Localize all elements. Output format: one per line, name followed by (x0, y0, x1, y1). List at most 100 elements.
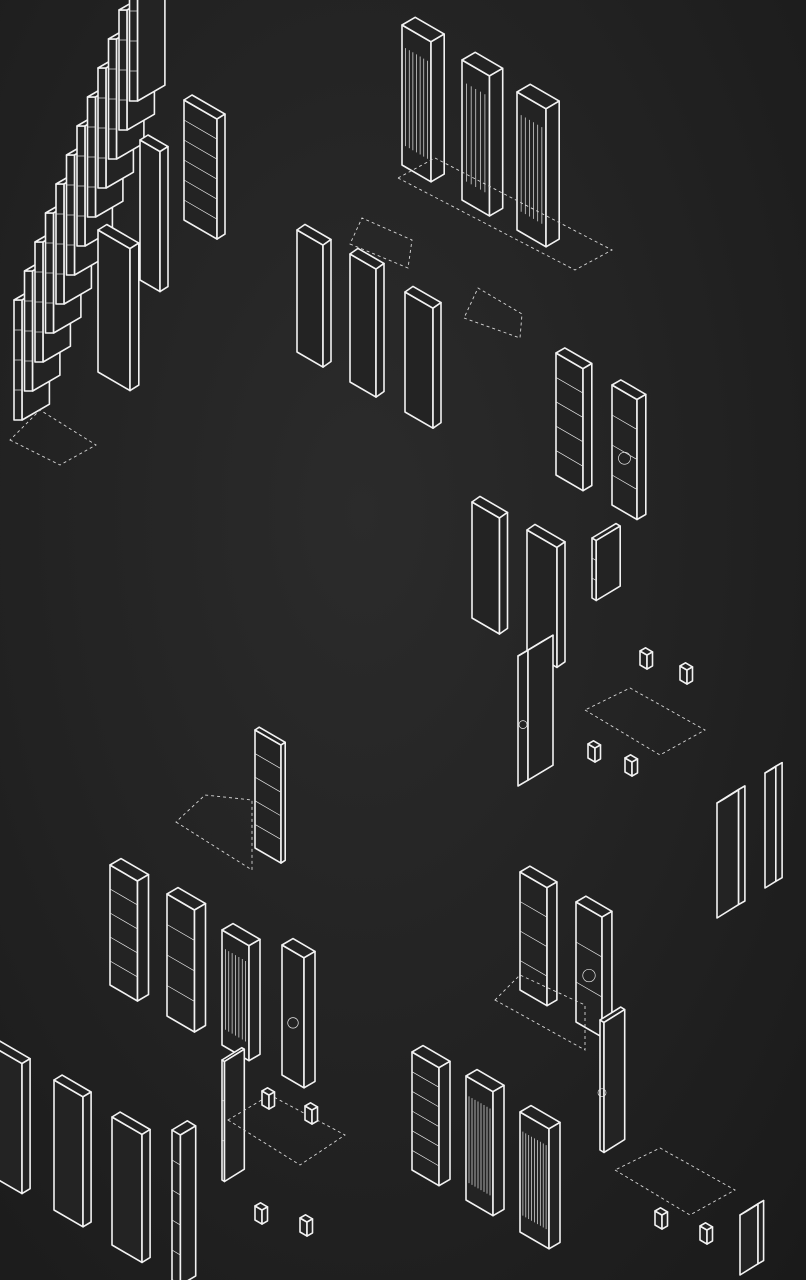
shelf-line (166, 924, 195, 941)
cabinet-side-face (322, 238, 332, 368)
round-object-outline (597, 1088, 607, 1098)
cabinet-side-face (159, 145, 169, 293)
shelf-line (171, 1249, 181, 1256)
cabinet-front-face (471, 501, 501, 635)
cabinet-side-face (582, 362, 593, 492)
shelf-line (555, 425, 584, 443)
cabinet-side-face (594, 744, 602, 763)
shelf-line (221, 1139, 225, 1142)
cabinet-side-face (136, 0, 166, 102)
shelf-line (183, 119, 218, 140)
shelf-line (183, 139, 218, 160)
shelf-line (411, 1150, 440, 1167)
shelf-line (109, 960, 138, 978)
cabinet-side-face (527, 634, 554, 782)
tabletop-outline (463, 287, 523, 339)
cabinet-side-face (268, 1091, 276, 1110)
shelf-line (611, 414, 638, 430)
floor-footprint-dashed (584, 687, 706, 756)
cabinet-front-face (296, 229, 324, 368)
cabinet-side-face (21, 1057, 31, 1195)
shelf-line (166, 954, 195, 972)
cabinet-side-face (661, 1211, 669, 1230)
cabinet-side-face (193, 902, 207, 1033)
floor-footprint-dashed (175, 794, 253, 871)
shelf-line (183, 179, 218, 200)
shelf-line (109, 936, 138, 954)
cabinet-side-face (248, 938, 261, 1062)
cabinet-side-face (545, 100, 561, 248)
cabinet-front-face (716, 788, 740, 919)
cabinet-side-face (303, 950, 316, 1089)
long-shelving-run (9, 0, 226, 466)
round-object-outline (582, 968, 596, 983)
cabinet-side-face (216, 113, 226, 240)
cabinet-side-face (757, 1199, 765, 1265)
cabinet-front-face (254, 729, 282, 864)
shelf-line (109, 888, 138, 906)
cabinet-side-face (603, 1008, 626, 1154)
floor-footprint-dashed (397, 157, 613, 271)
round-object-outline (287, 1017, 299, 1029)
cabinet-side-face (261, 1206, 269, 1225)
shelf-line (555, 450, 584, 467)
round-object-outline (618, 451, 631, 465)
shelf-line (166, 985, 195, 1002)
floor-footprint-dashed (9, 409, 97, 466)
floor-footprint-dashed (494, 974, 586, 1051)
shelf-line (183, 199, 218, 220)
cabinet-front-face (764, 765, 777, 889)
cabinet-side-face (492, 1084, 505, 1217)
cabinet-side-face (141, 1128, 151, 1264)
right-open-shelving (555, 347, 647, 521)
cabinet-side-face (82, 1091, 92, 1228)
shelf-line (254, 776, 282, 793)
cabinet-front-face (555, 352, 584, 492)
cabinet-front-face (171, 1129, 182, 1280)
shelf-line (109, 912, 138, 930)
shelf-line (221, 1099, 225, 1102)
cabinet-side-face (636, 393, 647, 521)
cabinet-side-face (438, 1060, 451, 1187)
cabinet-front-face (111, 1116, 143, 1264)
floor-footprint-dashed (614, 1147, 736, 1216)
cabinet-front-face (97, 229, 131, 392)
shelf-line (411, 1071, 440, 1088)
shelf-line (519, 960, 548, 977)
cabinet-side-face (737, 785, 746, 906)
cabinet-side-face (280, 741, 287, 864)
shelf-line (171, 1189, 181, 1196)
shelf-line (519, 901, 548, 918)
closed-panel-trio (296, 217, 523, 430)
cabinet-side-face (136, 873, 150, 1002)
cabinet-side-face (430, 33, 446, 183)
cabinet-front-face (465, 1075, 494, 1217)
cabinet-front-face (739, 1203, 759, 1276)
cabinet-side-face (686, 666, 694, 685)
cabinet-side-face (179, 1125, 197, 1280)
cabinet-front-face (404, 291, 434, 430)
cabinet-front-face (53, 1079, 84, 1228)
cabinet-front-face (281, 944, 305, 1089)
cabinet-side-face (706, 1226, 714, 1245)
shelf-line (411, 1130, 440, 1147)
cabinet-front-face (517, 649, 529, 787)
right-walk-in-closet (471, 495, 706, 787)
cabinet-side-face (646, 651, 654, 670)
cabinet-side-face (488, 67, 504, 217)
shelf-line (555, 401, 584, 418)
top-wardrobe-trio (397, 16, 613, 271)
cabinet-front-face (0, 1049, 23, 1195)
shelf-line (555, 377, 584, 394)
cabinet-front-face (139, 139, 161, 293)
shelf-line (519, 930, 548, 947)
cabinet-front-face (109, 864, 139, 1002)
cabinet-side-face (223, 1048, 246, 1183)
shelf-line (254, 753, 282, 769)
lower-right-wardrobe-assembly (411, 865, 765, 1276)
cabinet-side-face (311, 1106, 319, 1125)
cabinet-side-face (774, 761, 783, 883)
round-object-outline (518, 720, 528, 729)
